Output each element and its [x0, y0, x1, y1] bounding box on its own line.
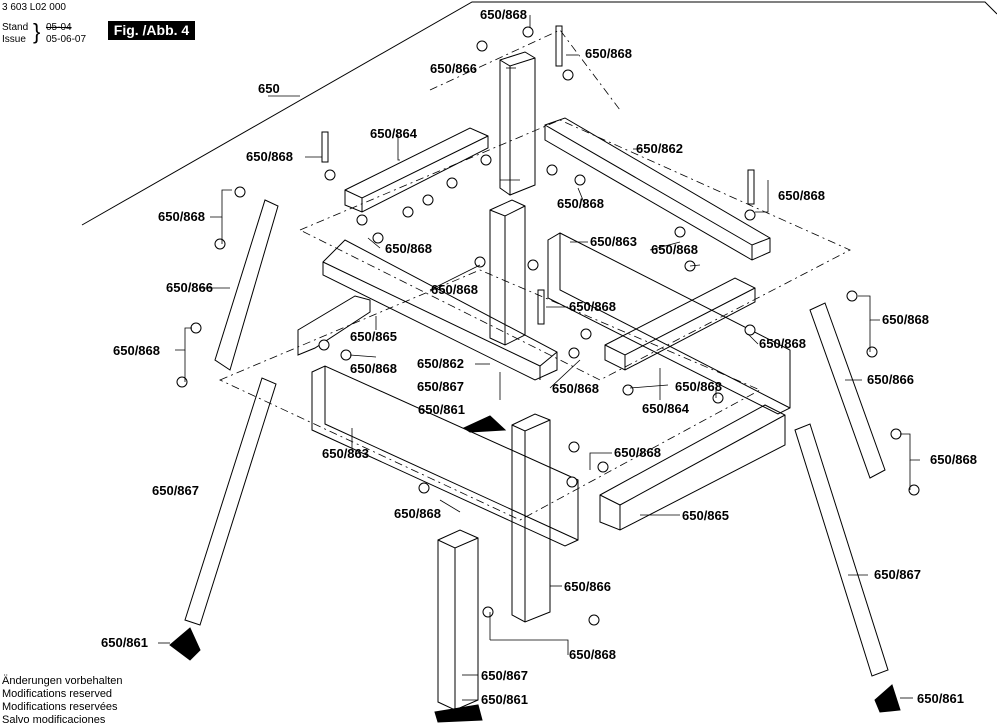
callout-650-868: 650/868: [350, 361, 397, 376]
leg-866-left: [214, 199, 279, 371]
callout-650-868: 650/868: [385, 241, 432, 256]
upper-center-post: [499, 51, 536, 196]
footer-line-de: Änderungen vorbehalten: [2, 675, 123, 687]
stand-date: 05-04: [46, 22, 72, 33]
leg-867-right: [794, 423, 889, 677]
callout-650-868: 650/868: [158, 209, 205, 224]
bolts: [321, 25, 755, 325]
callout-650-867: 650/867: [152, 483, 199, 498]
callout-650: 650: [258, 81, 280, 96]
leader-lines: [158, 15, 920, 701]
stand-label: Stand: [2, 22, 29, 33]
callout-650-868: 650/868: [759, 336, 806, 351]
figure-label: Fig. /Abb. 4: [108, 21, 195, 40]
callout-650-868: 650/868: [569, 299, 616, 314]
callout-650-868: 650/868: [394, 506, 441, 521]
brace-symbol: }: [33, 19, 41, 44]
lower-center-post: [511, 413, 551, 623]
washers: [176, 26, 920, 626]
callout-650-863: 650/863: [322, 446, 369, 461]
leg-866-right: [809, 302, 886, 479]
rail-863-lower: [311, 365, 579, 547]
callout-650-866: 650/866: [867, 372, 914, 387]
assembly-boundary-line: [81, 1, 997, 226]
callout-650-864: 650/864: [370, 126, 417, 141]
callout-650-868: 650/868: [882, 312, 929, 327]
leg-867-front: [437, 529, 479, 711]
callout-650-868: 650/868: [246, 149, 293, 164]
callout-650-861: 650/861: [101, 635, 148, 650]
callout-650-866: 650/866: [166, 280, 213, 295]
callout-650-868: 650/868: [651, 242, 698, 257]
issue-label: Issue: [2, 34, 26, 45]
foot-861-front: [434, 704, 483, 723]
callout-650-867: 650/867: [417, 379, 464, 394]
foot-861-right: [874, 684, 901, 713]
footer-line-en: Modifications reserved: [2, 688, 113, 700]
dashed-layout-lines: [219, 29, 851, 521]
callout-650-861: 650/861: [418, 402, 465, 417]
footer-line-fr: Modifications reservées: [2, 701, 118, 713]
callout-650-861: 650/861: [917, 691, 964, 706]
callout-650-863: 650/863: [590, 234, 637, 249]
center-upright: [489, 199, 526, 346]
callout-650-866: 650/866: [430, 61, 477, 76]
rail-863-upper: [547, 232, 791, 415]
callout-650-868: 650/868: [675, 379, 722, 394]
foot-861-center: [462, 415, 507, 433]
callout-650-868: 650/868: [778, 188, 825, 203]
foot-861-left: [169, 627, 201, 661]
callout-650-868: 650/868: [480, 7, 527, 22]
callout-650-868: 650/868: [557, 196, 604, 211]
callout-650-867: 650/867: [874, 567, 921, 582]
callout-650-867: 650/867: [481, 668, 528, 683]
leg-867-left: [184, 377, 277, 626]
callout-650-865: 650/865: [682, 508, 729, 523]
callout-650-866: 650/866: [564, 579, 611, 594]
callout-650-868: 650/868: [585, 46, 632, 61]
rail-862-middle: [322, 239, 558, 381]
callout-650-865: 650/865: [350, 329, 397, 344]
callout-650-868: 650/868: [614, 445, 661, 460]
rail-862-upper: [544, 117, 771, 261]
issue-date: 05-06-07: [46, 34, 87, 45]
callout-650-868: 650/868: [431, 282, 478, 297]
callout-650-862: 650/862: [636, 141, 683, 156]
callout-650-861: 650/861: [481, 692, 528, 707]
callout-650-868: 650/868: [552, 381, 599, 396]
callout-650-862: 650/862: [417, 356, 464, 371]
rail-864-lower: [604, 277, 756, 371]
rail-865-left: [297, 295, 371, 356]
callout-650-868: 650/868: [569, 647, 616, 662]
rail-864-upper: [344, 127, 489, 213]
rail-865-right: [599, 404, 786, 531]
callout-650-868: 650/868: [113, 343, 160, 358]
callout-650-868: 650/868: [930, 452, 977, 467]
footer-line-es: Salvo modificaciones: [2, 714, 106, 726]
doc-number: 3 603 L02 000: [2, 2, 66, 13]
callout-650-864: 650/864: [642, 401, 689, 416]
